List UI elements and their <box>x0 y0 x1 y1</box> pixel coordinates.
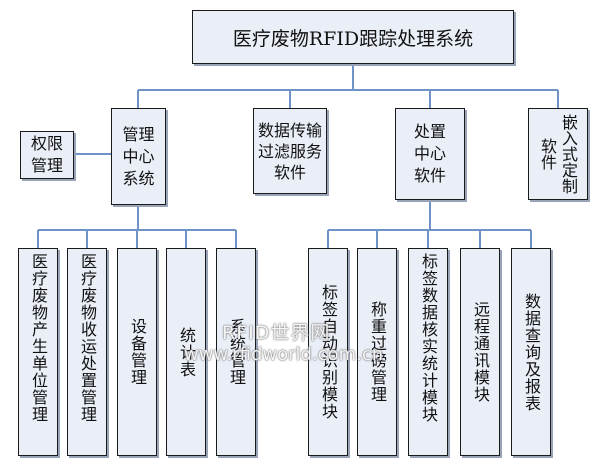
disp-child-tag-recognition: 标签自动识别模块 <box>308 248 348 456</box>
permissions-label: 权限管理 <box>30 134 63 175</box>
disp-child-weighing: 称重过磅管理 <box>357 248 397 456</box>
disp-child-label: 标签自动识别模块 <box>319 284 338 420</box>
mgmt-child-waste-producer: 医疗废物产生单位管理 <box>18 248 58 456</box>
disp-child-label: 称重过磅管理 <box>368 301 387 403</box>
disp-child-label: 远程通讯模块 <box>471 301 490 403</box>
mgmt-child-statistics: 统计表 <box>166 248 206 456</box>
watermark-line2: www.rfidworld.com.cn <box>184 344 384 365</box>
management-center-box: 管理中心系统 <box>111 108 166 205</box>
mgmt-child-equipment: 设备管理 <box>117 248 157 456</box>
data-transfer-box: 数据传输过滤服务软件 <box>253 108 327 194</box>
disp-child-tag-data-verify: 标签数据核实统计模块 <box>408 248 448 456</box>
watermark-line1: RFID世界网 <box>222 322 331 344</box>
mgmt-child-label: 统计表 <box>177 326 196 378</box>
mgmt-child-label: 系统管理 <box>227 318 246 386</box>
mgmt-child-label: 医疗废物收运处置管理 <box>78 253 97 423</box>
disp-child-label: 数据查询及报表 <box>522 292 541 412</box>
data-transfer-label: 数据传输过滤服务软件 <box>257 120 322 182</box>
disp-child-data-query: 数据查询及报表 <box>511 248 551 456</box>
mgmt-child-system: 系统管理 <box>216 248 256 456</box>
management-center-label: 管理中心系统 <box>122 124 155 188</box>
system-title-box: 医疗废物RFID跟踪处理系统 <box>192 10 514 64</box>
embedded-software-box: 嵌入式定制软件 <box>528 108 588 200</box>
disposal-center-box: 处置中心软件 <box>395 108 465 200</box>
permissions-box: 权限管理 <box>20 131 74 179</box>
mgmt-child-label: 医疗废物产生单位管理 <box>29 253 48 423</box>
mgmt-child-label: 设备管理 <box>128 318 147 386</box>
disp-child-label: 标签数据核实统计模块 <box>419 253 438 423</box>
embedded-software-label: 嵌入式定制软件 <box>538 114 578 194</box>
disposal-center-label: 处置中心软件 <box>413 122 446 185</box>
mgmt-child-collection-disposal: 医疗废物收运处置管理 <box>67 248 107 456</box>
disp-child-remote-comm: 远程通讯模块 <box>460 248 500 456</box>
system-title: 医疗废物RFID跟踪处理系统 <box>232 27 474 50</box>
